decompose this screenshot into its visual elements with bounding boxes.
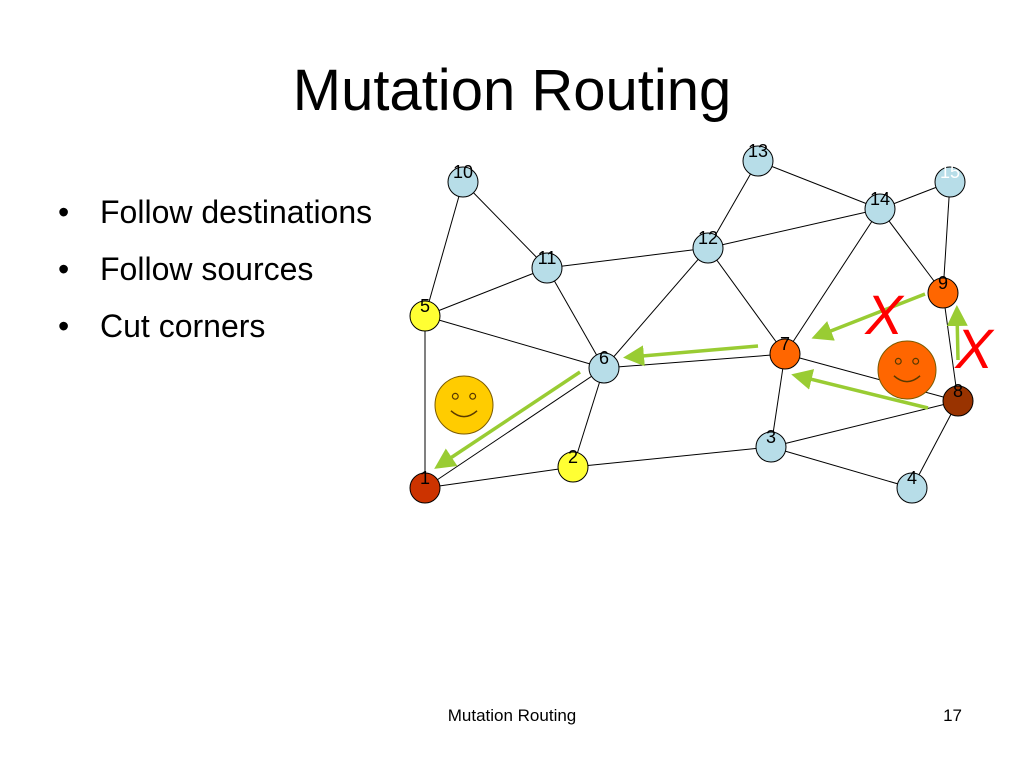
edge-7-8 bbox=[784, 353, 959, 402]
edge-9-8 bbox=[942, 292, 959, 402]
edge-8-3 bbox=[770, 400, 959, 448]
route-arrow bbox=[946, 305, 968, 361]
edge-6-2 bbox=[572, 367, 605, 468]
node-1: 1 bbox=[409, 468, 441, 504]
route-arrow bbox=[434, 370, 581, 469]
edge-14-7 bbox=[784, 208, 881, 355]
edge-10-11 bbox=[462, 181, 548, 269]
node-label: 8 bbox=[953, 381, 963, 401]
node-14: 14 bbox=[864, 189, 896, 225]
node-label: 9 bbox=[938, 273, 948, 293]
smiley-face-icon bbox=[877, 340, 937, 400]
smiley-face-icon bbox=[434, 375, 494, 435]
bullet-item: • Cut corners bbox=[58, 304, 372, 361]
edge-5-6 bbox=[424, 315, 605, 369]
bullet-item: • Follow sources bbox=[58, 247, 372, 304]
bullet-text: Cut corners bbox=[100, 308, 266, 344]
footer-title: Mutation Routing bbox=[447, 706, 577, 725]
node-5: 5 bbox=[409, 296, 441, 332]
node-label: 10 bbox=[453, 162, 473, 182]
edge-7-3 bbox=[770, 353, 786, 448]
bullet-glyph: • bbox=[58, 194, 70, 230]
edge-15-9 bbox=[942, 181, 951, 294]
node-label: 11 bbox=[538, 248, 557, 268]
node-8: 8 bbox=[942, 381, 974, 417]
node-13: 13 bbox=[742, 141, 774, 177]
node-label: 15 bbox=[940, 162, 960, 182]
node-label: 7 bbox=[780, 334, 790, 354]
edge-12-13 bbox=[707, 160, 759, 249]
node-label: 12 bbox=[698, 228, 718, 248]
edge-3-2 bbox=[572, 446, 772, 468]
node-15: 15 bbox=[934, 162, 966, 198]
route-arrow bbox=[811, 292, 926, 341]
node-label: 4 bbox=[907, 468, 917, 488]
cross-mark: X bbox=[863, 283, 905, 346]
node-label: 13 bbox=[748, 141, 768, 161]
bullet-glyph: • bbox=[58, 308, 70, 344]
edge-5-11 bbox=[424, 267, 548, 317]
node-label: 2 bbox=[568, 447, 578, 467]
node-6: 6 bbox=[588, 348, 620, 384]
bullet-glyph: • bbox=[58, 251, 70, 287]
edge-8-4 bbox=[911, 400, 959, 489]
edge-12-14 bbox=[707, 208, 881, 249]
node-9: 9 bbox=[927, 273, 959, 309]
bullet-list: • Follow destinations • Follow sources •… bbox=[58, 190, 372, 361]
edge-14-9 bbox=[879, 208, 944, 294]
node-label: 1 bbox=[420, 468, 430, 488]
edge-11-12 bbox=[546, 247, 709, 269]
cross-mark: X bbox=[953, 317, 995, 380]
node-10: 10 bbox=[447, 162, 479, 198]
edge-2-1 bbox=[424, 466, 574, 489]
node-label: 6 bbox=[599, 348, 609, 368]
node-3: 3 bbox=[755, 427, 787, 463]
node-label: 14 bbox=[870, 189, 890, 209]
edge-12-6 bbox=[603, 247, 709, 369]
node-2: 2 bbox=[557, 447, 589, 483]
node-7: 7 bbox=[769, 334, 801, 370]
node-4: 4 bbox=[896, 468, 928, 504]
edge-11-6 bbox=[546, 267, 605, 369]
bullet-item: • Follow destinations bbox=[58, 190, 372, 247]
node-label: 5 bbox=[420, 296, 430, 316]
page-number: 17 bbox=[943, 706, 962, 725]
node-12: 12 bbox=[692, 228, 724, 264]
edge-13-14 bbox=[757, 160, 881, 210]
node-11: 11 bbox=[531, 248, 563, 284]
edge-10-5 bbox=[424, 181, 464, 317]
slide-title: Mutation Routing bbox=[292, 58, 732, 123]
route-arrow bbox=[623, 344, 759, 367]
edge-12-7 bbox=[707, 247, 786, 355]
bullet-text: Follow sources bbox=[100, 251, 314, 287]
route-arrow bbox=[791, 369, 929, 410]
node-label: 3 bbox=[766, 427, 776, 447]
bullet-text: Follow destinations bbox=[100, 194, 373, 230]
edge-3-4 bbox=[770, 446, 913, 489]
